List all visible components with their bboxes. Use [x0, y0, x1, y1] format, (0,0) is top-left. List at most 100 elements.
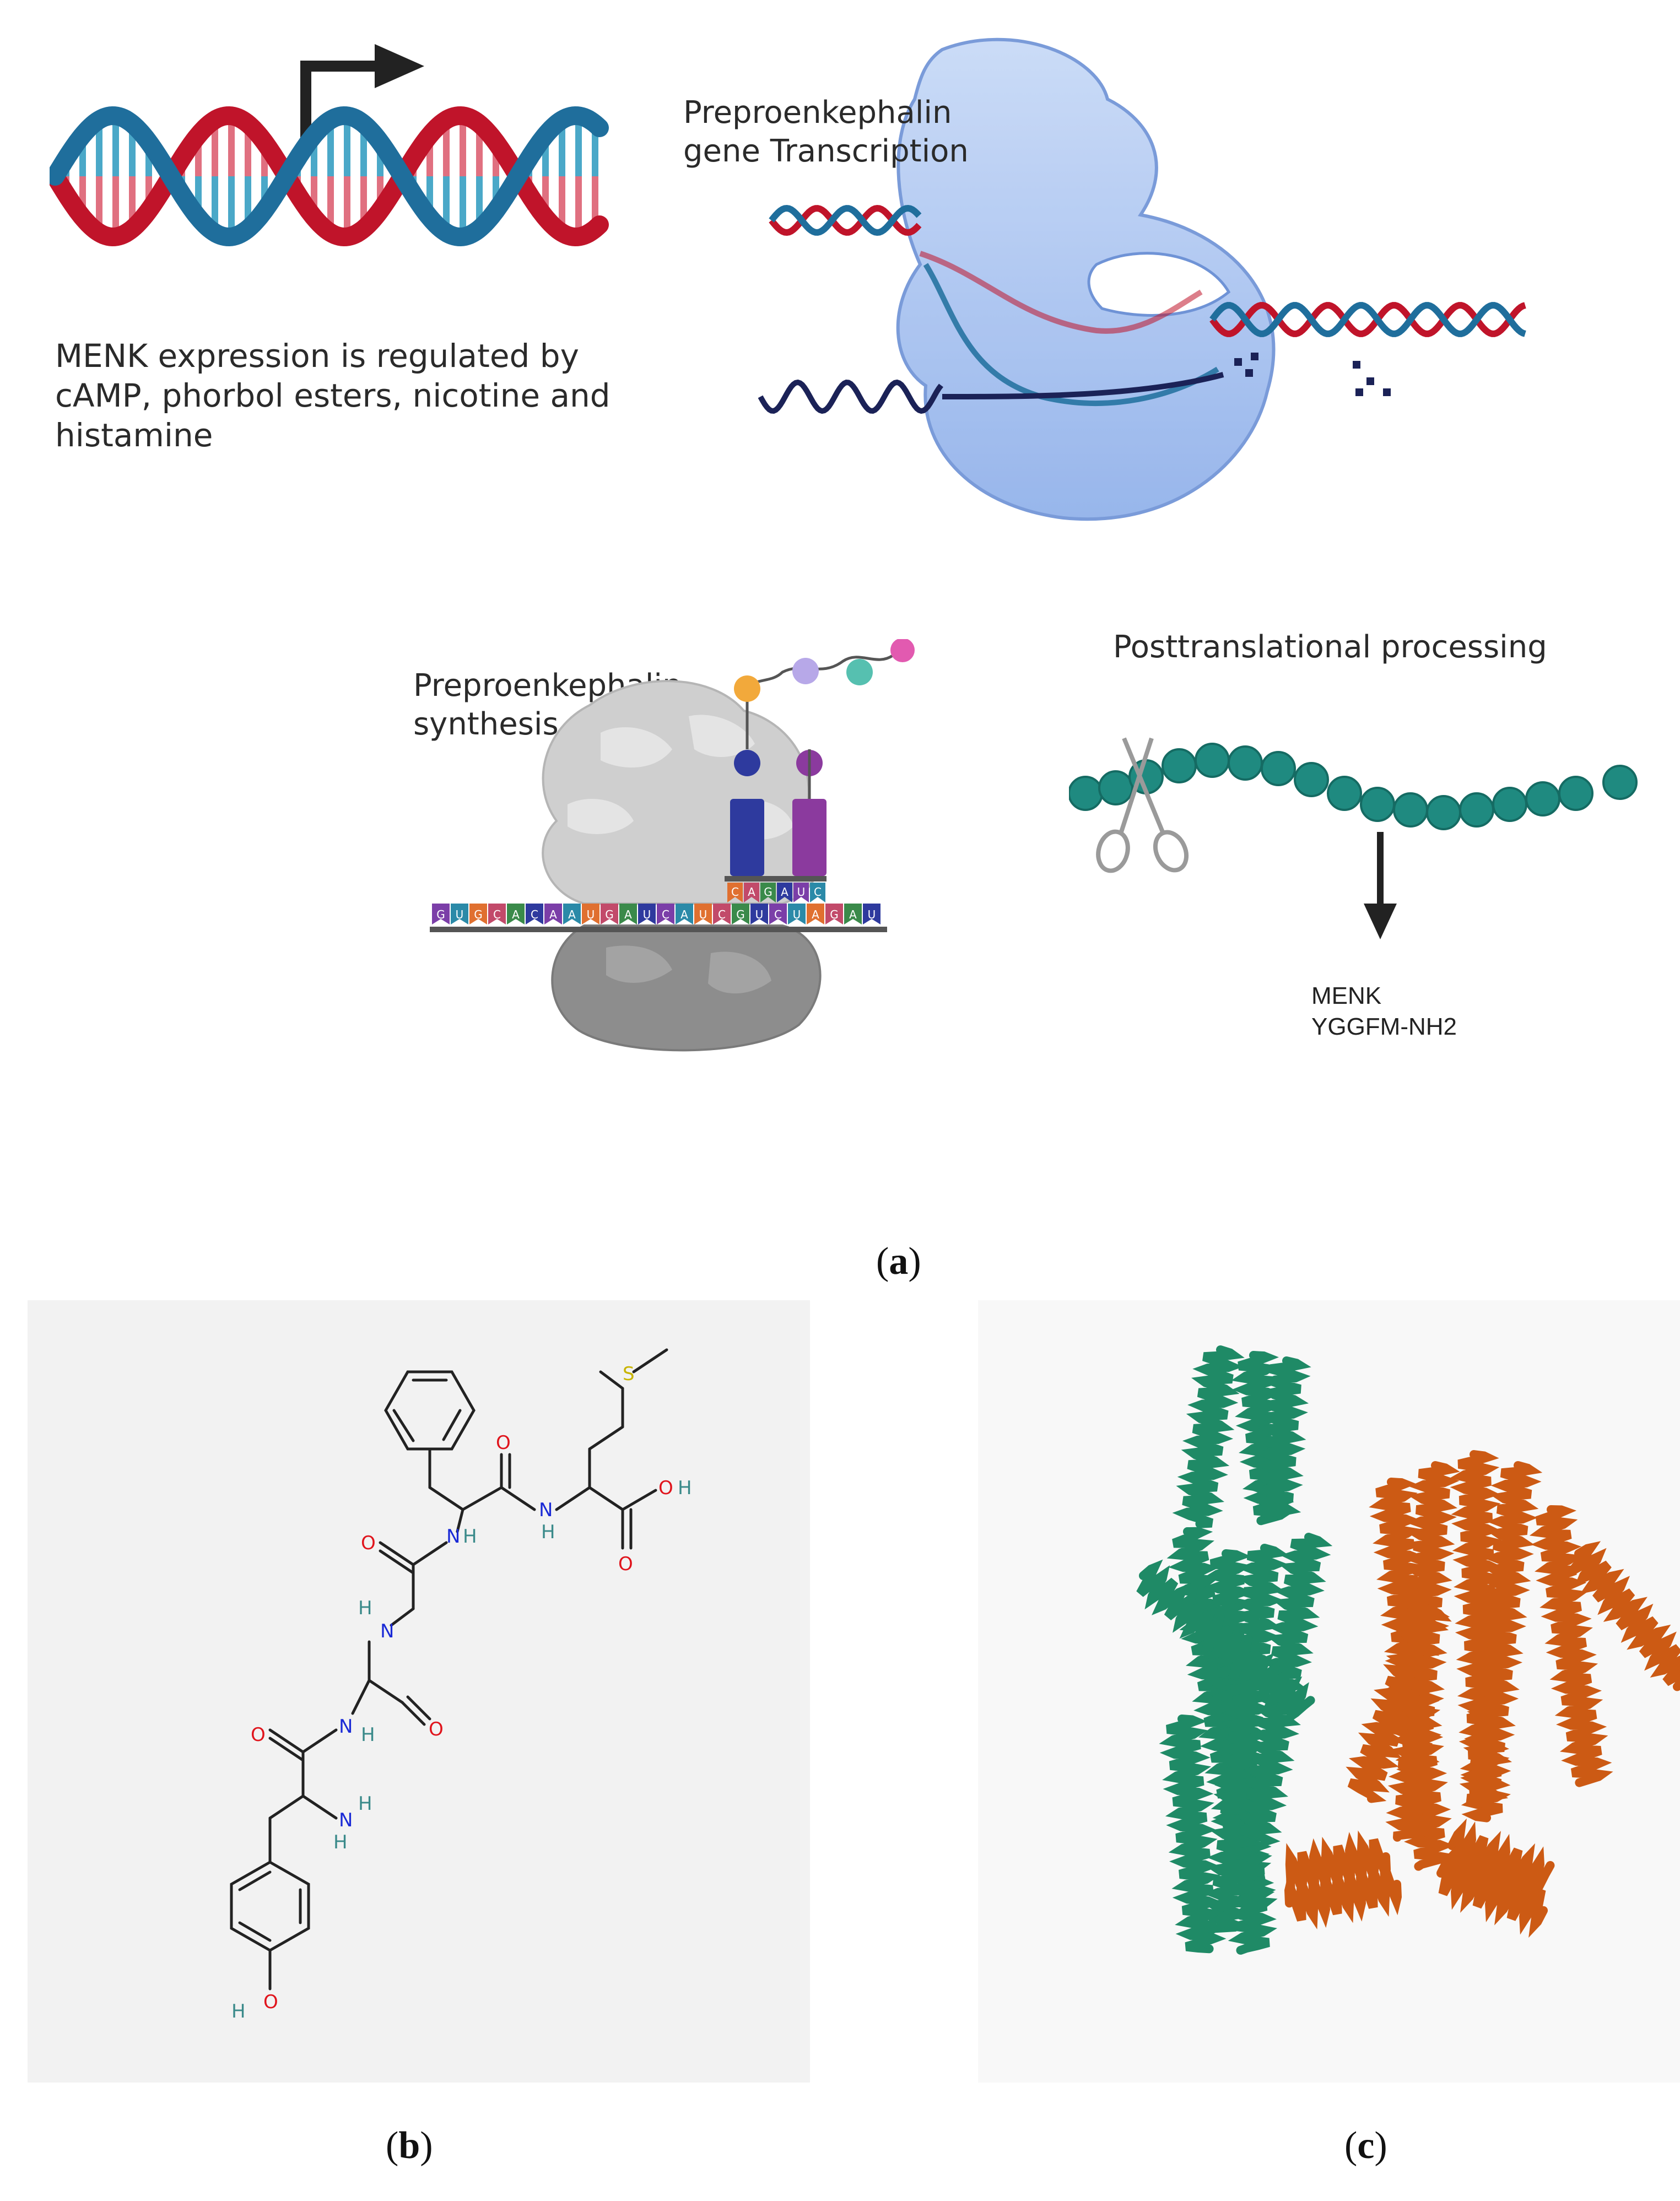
- atom-label-oxygen: O: [658, 1477, 673, 1499]
- codon-base: [657, 904, 674, 924]
- codon-base: [432, 904, 450, 924]
- peptide-bead: [1069, 776, 1103, 811]
- atom-label-nitrogen: N: [380, 1620, 394, 1642]
- atom-label-nitrogen: N: [539, 1499, 553, 1521]
- alpha-helix: [1136, 1559, 1315, 1727]
- peptide-bead: [1098, 770, 1133, 805]
- panel-a: MENK expression is regulated by cAMP, ph…: [50, 37, 1638, 1283]
- codon-base: [469, 904, 487, 924]
- menk-product-label: MENK YGGFM-NH2: [1311, 982, 1457, 1040]
- alpha-helix: [1346, 1604, 1452, 1803]
- peptide-bead: [1602, 765, 1638, 800]
- anticodon-base: [810, 883, 825, 902]
- codon-base: [451, 904, 468, 924]
- atom-label-hydrogen: H: [361, 1724, 375, 1746]
- transcription-start-arrow: [300, 61, 380, 149]
- peptide-bead: [1492, 787, 1527, 822]
- atom-label-hydrogen: H: [231, 2000, 246, 2022]
- anticodon-base: [744, 883, 759, 902]
- codon-letter: G: [605, 908, 614, 921]
- codon-base: [676, 904, 693, 924]
- peptide-bead: [1459, 792, 1494, 828]
- anticodon-letter: C: [814, 885, 822, 899]
- atom-label-hydrogen: H: [541, 1521, 555, 1543]
- atom-label-oxygen: O: [361, 1532, 376, 1554]
- atom-label-hydrogen: H: [358, 1597, 372, 1619]
- anticodon-letter: U: [797, 885, 806, 899]
- peptide-bead: [1525, 781, 1560, 816]
- codon-letter: C: [662, 908, 669, 921]
- codon-letter: U: [643, 908, 651, 921]
- atom-label-oxygen: O: [263, 1991, 278, 2013]
- atom-label-sulfur: S: [623, 1363, 635, 1385]
- codon-base: [863, 904, 880, 924]
- alpha-helix: [1172, 1345, 1245, 1528]
- codon-base: [844, 904, 862, 924]
- caption-b: (b): [386, 2124, 433, 2167]
- atom-label-hydrogen: H: [333, 1831, 348, 1853]
- codon-letter: A: [549, 908, 557, 921]
- codon-letter: U: [793, 908, 801, 921]
- alpha-helix: [1251, 1356, 1311, 1518]
- codon-letter: C: [493, 908, 501, 921]
- amino-acid-bead: [846, 659, 873, 685]
- codon-base: [544, 904, 562, 924]
- codon-base: [619, 904, 637, 924]
- codon-base: [526, 904, 543, 924]
- ribosome-small-subunit: [551, 924, 822, 1052]
- anticodon-letter: C: [731, 885, 739, 899]
- atom-label-hydrogen: H: [463, 1526, 477, 1548]
- alpha-helix: [1159, 1715, 1227, 1954]
- peptide-bead: [1294, 762, 1329, 797]
- peptide-bead: [1360, 787, 1395, 822]
- codon-letter: U: [587, 908, 595, 921]
- alpha-helix: [1569, 1541, 1680, 1691]
- peptide-bead: [1228, 745, 1263, 781]
- dna-regulation-note: MENK expression is regulated by cAMP, ph…: [55, 337, 611, 454]
- codon-letter: A: [568, 908, 576, 921]
- alpha-helix: [1284, 1858, 1402, 1930]
- atom-label-oxygen: O: [496, 1432, 511, 1454]
- polymerase-cleft: [1087, 252, 1231, 317]
- codon-letter: C: [531, 908, 538, 921]
- anticodon-letter: G: [764, 885, 773, 899]
- codon-letter: A: [512, 908, 520, 921]
- codon-letter: C: [718, 908, 726, 921]
- anticodon-base: [727, 883, 743, 902]
- codon-base: [807, 904, 824, 924]
- arrowhead-icon: [375, 44, 424, 88]
- atom-label-oxygen: O: [251, 1724, 266, 1746]
- peptide-bead-chain: [1069, 737, 1638, 873]
- processing-label: Posttranslational processing: [1113, 629, 1547, 665]
- rna-polymerase-diagram: [758, 37, 1526, 521]
- caption-c: (c): [1344, 2124, 1387, 2167]
- codon-letter: U: [699, 908, 707, 921]
- codon-base: [582, 904, 599, 924]
- codon-base: [507, 904, 525, 924]
- codon-base: [825, 904, 843, 924]
- anticodon-letter: A: [748, 885, 755, 899]
- amino-acid-bead: [890, 639, 915, 662]
- codon-base: [694, 904, 712, 924]
- peptide-bead: [1558, 776, 1593, 811]
- ribosome-large-subunit: [542, 680, 821, 905]
- alpha-helix: [1436, 1846, 1548, 1938]
- atom-label-nitrogen: N: [339, 1809, 353, 1831]
- anticodon-letter: A: [781, 885, 788, 899]
- anticodon-base: [777, 883, 792, 902]
- codon-base: [769, 904, 787, 924]
- atom-label-hydrogen: H: [358, 1793, 372, 1815]
- peptide-bead: [1162, 748, 1197, 783]
- codon-base: [732, 904, 749, 924]
- codon-letter: G: [830, 908, 839, 921]
- codon-base: [601, 904, 618, 924]
- codon-base: [638, 904, 656, 924]
- codon-letter: A: [812, 908, 819, 921]
- codon-letter: G: [436, 908, 445, 921]
- codon-letter: U: [456, 908, 464, 921]
- codon-letter: G: [736, 908, 745, 921]
- trna-right: [792, 799, 827, 876]
- trna-left: [730, 799, 764, 876]
- atom-label-hydrogen: H: [678, 1477, 692, 1499]
